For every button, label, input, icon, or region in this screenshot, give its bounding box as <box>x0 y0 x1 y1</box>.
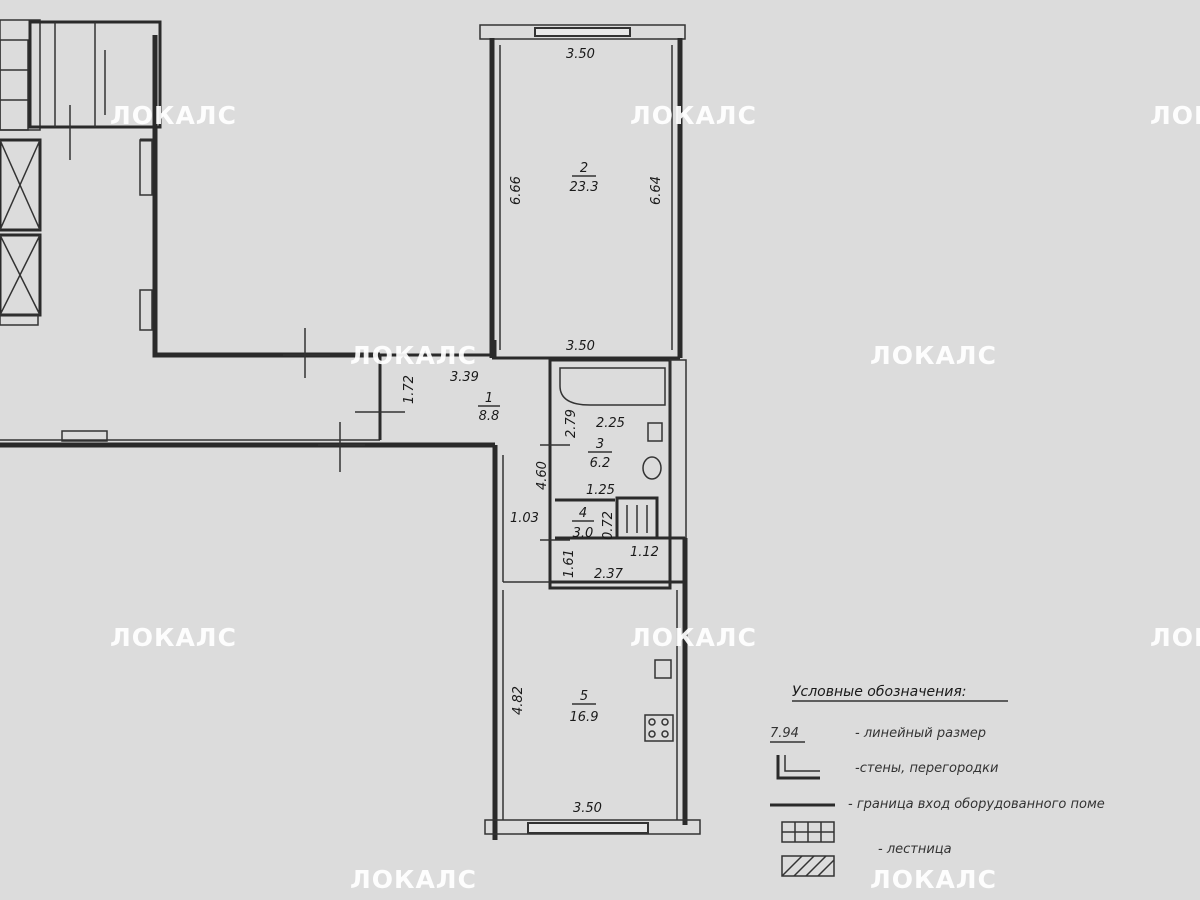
sink-icon <box>647 422 663 442</box>
watermark: ЛОКАЛС <box>350 341 477 370</box>
legend-symbol-hatch <box>781 855 835 877</box>
dimension-labels: 3.50 6.66 6.64 3.50 3.39 1.72 4.60 1.03 … <box>402 47 664 816</box>
room-5-walls <box>484 538 701 835</box>
toilet-icon <box>642 456 662 480</box>
watermark: ЛОКАЛС <box>350 865 477 894</box>
room-4-area: 3.0 <box>573 526 594 541</box>
bathroom-walls <box>548 358 687 590</box>
kitchen-sink-icon <box>654 659 672 679</box>
legend-item-stairs: - лестница <box>878 842 952 857</box>
dim-room2-right: 6.64 <box>649 176 664 205</box>
watermark: ЛОКАЛС <box>110 101 237 130</box>
tick-marks <box>69 50 570 541</box>
dim-corridor-height: 4.60 <box>535 461 550 490</box>
window-bottom <box>527 822 649 834</box>
dim-closet-height: 0.72 <box>601 511 616 540</box>
room-2-walls <box>479 24 686 360</box>
room-2-number: 2 <box>580 161 588 176</box>
room-5-area: 16.9 <box>570 710 599 725</box>
legend: Условные обозначения: 7.94 - линейный ра… <box>770 684 1105 877</box>
stairwell-block <box>0 19 162 326</box>
dim-bath-height: 2.79 <box>564 409 579 438</box>
dim-room5-left: 4.82 <box>511 686 526 715</box>
room-1-number: 1 <box>485 391 493 406</box>
room-3-number: 3 <box>596 437 604 452</box>
room-3-area: 6.2 <box>590 456 611 471</box>
room-5-number: 5 <box>580 689 588 704</box>
watermark: ЛОКАЛС <box>1150 623 1200 652</box>
window-top <box>534 27 631 37</box>
dim-bath-width: 2.25 <box>596 416 625 431</box>
dim-room5-bottom: 3.50 <box>573 801 602 816</box>
watermark: ЛОКАЛС <box>630 623 757 652</box>
watermark: ЛОКАЛС <box>1150 101 1200 130</box>
dim-room2-bottom: 3.50 <box>566 339 595 354</box>
watermark: ЛОКАЛС <box>110 623 237 652</box>
watermarks: ЛОКАЛС ЛОКАЛС ЛОКАЛС ЛОКАЛС ЛОКАЛС ЛОКАЛ… <box>110 101 1200 894</box>
room-1-area: 8.8 <box>479 409 500 424</box>
legend-item-walls: -стены, перегородки <box>855 761 998 776</box>
legend-symbol-walls <box>776 755 820 780</box>
legend-symbol-dimension: 7.94 <box>770 726 799 741</box>
watermark: ЛОКАЛС <box>630 101 757 130</box>
dim-nook-height: 1.61 <box>562 549 577 578</box>
bathtub-icon <box>559 367 666 406</box>
legend-title: Условные обозначения: <box>792 684 966 700</box>
room-2-area: 23.3 <box>570 180 599 195</box>
stove-icon <box>644 714 674 742</box>
corridor-walls <box>492 445 685 840</box>
outer-walls <box>0 35 497 448</box>
room-4-number: 4 <box>579 506 587 521</box>
dim-hall-top: 3.39 <box>450 370 479 385</box>
legend-item-boundary: - граница вход оборудованного поме <box>848 797 1105 812</box>
dim-room2-left: 6.66 <box>509 176 524 205</box>
dim-wc-width: 1.25 <box>586 483 615 498</box>
watermark: ЛОКАЛС <box>870 341 997 370</box>
room-labels: 2 23.3 1 8.8 3 6.2 4 3.0 5 16.9 <box>478 161 612 725</box>
watermark: ЛОКАЛС <box>870 865 997 894</box>
dim-hall-left: 1.72 <box>402 375 417 404</box>
dim-corridor-width: 1.03 <box>510 511 539 526</box>
legend-item-dimension: - линейный размер <box>855 726 986 741</box>
legend-symbol-stairs <box>781 821 835 843</box>
dim-nook-depth: 1.12 <box>630 545 659 560</box>
dim-nook-width: 2.37 <box>594 567 624 582</box>
dim-room2-top: 3.50 <box>566 47 595 62</box>
